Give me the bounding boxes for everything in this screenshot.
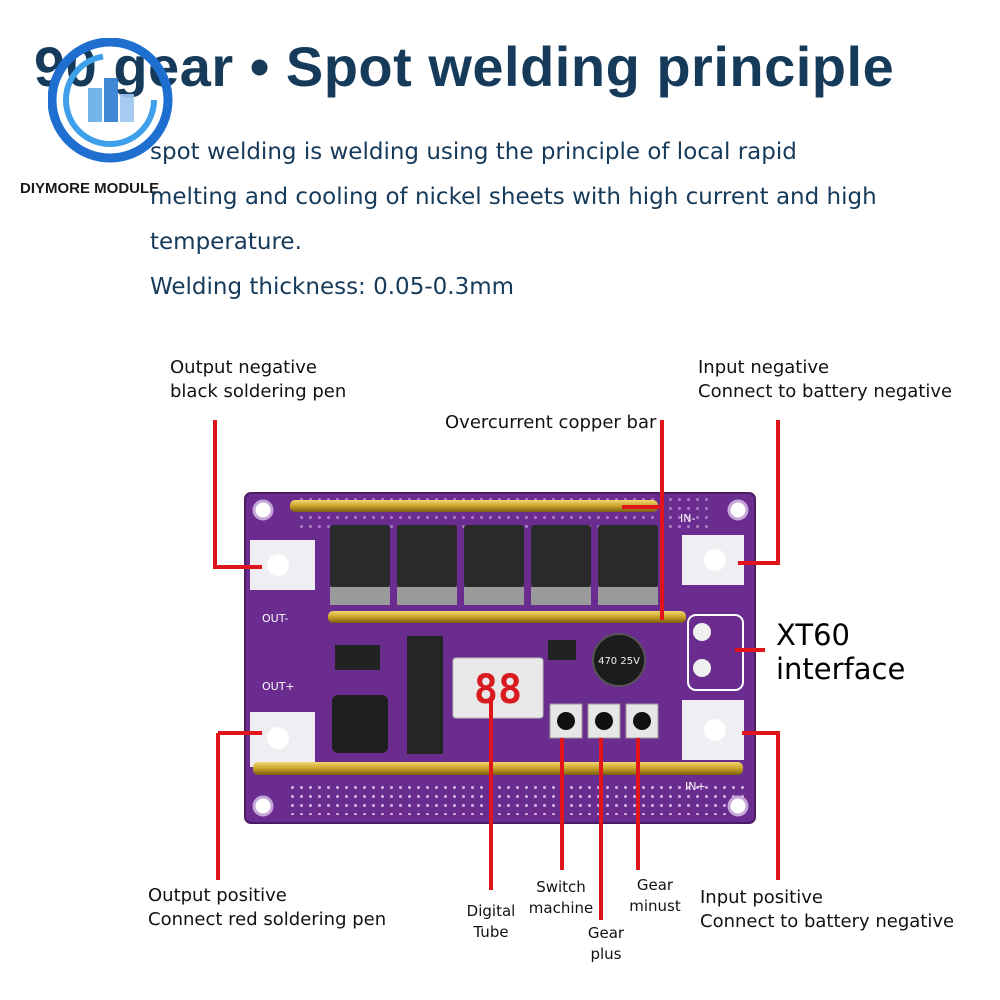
description-line: melting and cooling of nickel sheets wit…	[150, 184, 877, 210]
mounting-hole	[727, 499, 749, 521]
regulator-chip	[335, 645, 380, 670]
description-line: spot welding is welding using the princi…	[150, 139, 797, 165]
mosfet-row	[330, 525, 658, 605]
mounting-hole	[252, 795, 274, 817]
label-switch-machine: Switch machine	[528, 878, 594, 917]
copper-bar-top	[290, 500, 658, 512]
description-line: temperature.	[150, 229, 302, 255]
label-overcurrent-copper-bar: Overcurrent copper bar	[445, 412, 657, 433]
label-digital-tube: Digital Tube	[466, 902, 516, 941]
label-output-positive: Output positive Connect red soldering pe…	[148, 885, 387, 930]
tact-switches	[549, 703, 659, 739]
silk-out-pos: OUT+	[262, 680, 295, 693]
copper-bar-middle	[328, 611, 686, 623]
controller-ic	[407, 636, 443, 754]
label-input-negative: Input negative Connect to battery negati…	[698, 357, 953, 402]
mounting-hole	[252, 499, 274, 521]
label-output-negative: Output negative black soldering pen	[170, 357, 347, 402]
leader-lines	[213, 420, 780, 920]
buzzer	[332, 695, 388, 753]
copper-bar-bottom	[253, 762, 743, 775]
xt60-connector	[687, 614, 744, 691]
silk-in-pos: IN+	[685, 780, 706, 793]
brand-name: DIYMORE MODULE	[20, 180, 160, 197]
label-gear-plus: Gear plus	[587, 924, 625, 963]
mounting-hole	[727, 795, 749, 817]
capacitor	[592, 633, 646, 687]
page-title: 90 gear • Spot welding principle	[34, 35, 895, 98]
smd-chip	[548, 640, 576, 660]
diymore-logo-icon	[47, 37, 173, 163]
silk-out-neg: OUT-	[262, 612, 288, 625]
label-gear-minus: Gear minust	[629, 876, 681, 915]
silk-in-neg: IN-	[680, 512, 695, 525]
label-input-positive: Input positive Connect to battery negati…	[700, 887, 955, 932]
capacitor-label: 470 25V	[598, 656, 640, 667]
description: spot welding is welding using the princi…	[150, 130, 930, 310]
digital-tube	[452, 657, 544, 719]
via-field	[285, 780, 745, 815]
description-line: Welding thickness: 0.05-0.3mm	[150, 274, 515, 300]
label-xt60-interface: XT60 interface	[776, 618, 906, 686]
digital-tube-display: 88	[474, 667, 522, 713]
